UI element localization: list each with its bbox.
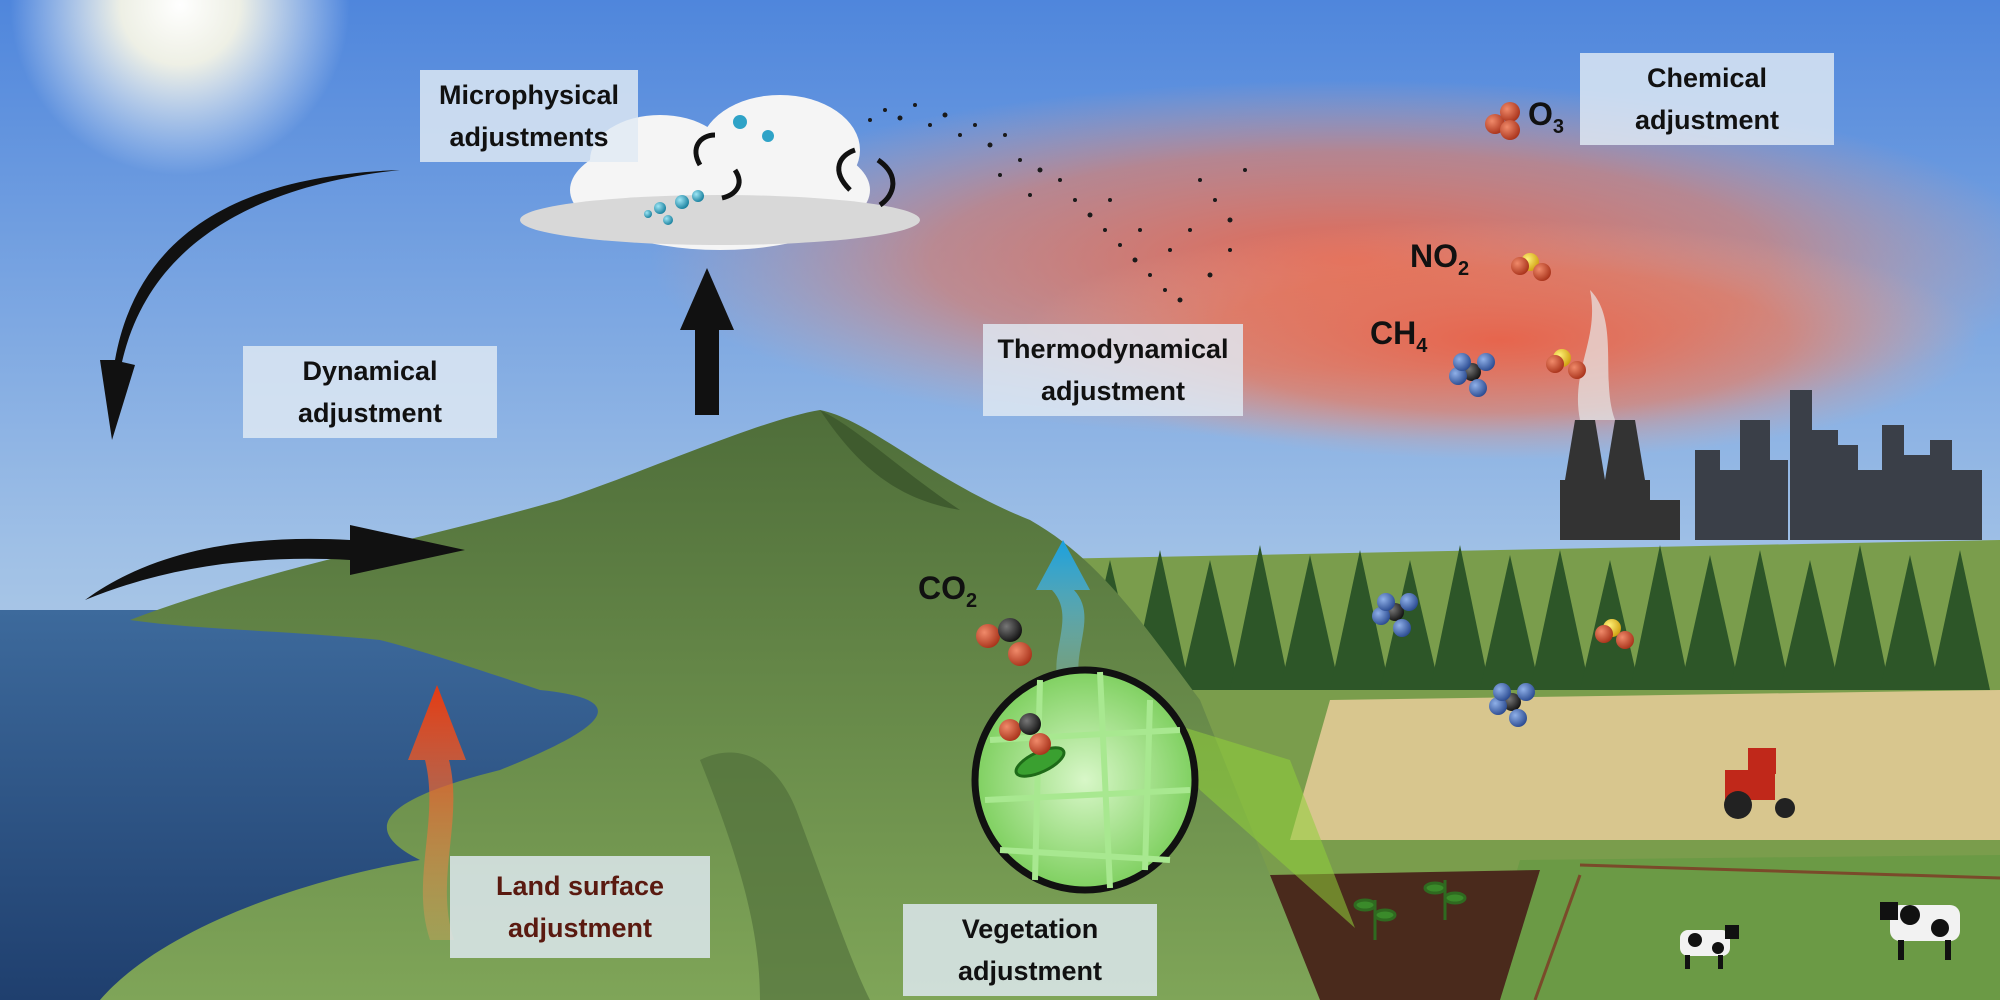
pasture — [1480, 855, 2000, 1000]
o3-sub: 3 — [1552, 116, 1565, 138]
co2-sub: 2 — [966, 590, 978, 612]
peak-shade — [820, 410, 960, 510]
factory-icon — [1560, 420, 1680, 540]
o3-label: O3 — [1528, 96, 1564, 139]
vegetation-vapor-arrow — [1036, 540, 1090, 700]
land-surface-label: Land surface adjustment — [450, 856, 710, 958]
land-surface-label-line2: adjustment — [507, 913, 653, 943]
snowflake-icon — [733, 115, 774, 142]
city-skyline-icon — [1695, 390, 1982, 540]
magnifier-beam — [1160, 720, 1355, 928]
dynamical-label: Dynamical adjustment — [243, 346, 497, 438]
droplet-icon — [644, 190, 704, 225]
fence — [1533, 863, 2000, 1000]
molecule-icon — [976, 102, 1634, 755]
cow-icon — [1680, 925, 1739, 969]
chemical-label: Chemical adjustment — [1580, 53, 1834, 145]
ch4-base: CH — [1370, 315, 1417, 351]
no2-sub: 2 — [1458, 258, 1470, 280]
smoke-plume — [1577, 290, 1615, 420]
seedling-icon — [1353, 880, 1467, 940]
cycle-arrows-icon — [693, 132, 896, 208]
ch4-sub: 4 — [1416, 335, 1428, 357]
no2-base: NO — [1410, 238, 1458, 274]
vegetation-label: Vegetation adjustment — [903, 904, 1157, 996]
microphysical-label-line2: adjustments — [449, 122, 609, 152]
o3-base: O — [1528, 96, 1553, 132]
chemical-label-line1: Chemical — [1646, 63, 1768, 93]
vegetation-label-line1: Vegetation — [961, 914, 1099, 944]
vegetation-label-line2: adjustment — [957, 956, 1103, 986]
farm-field — [1290, 690, 2000, 840]
dynamical-arrow-horizontal — [85, 525, 465, 600]
thermodynamical-label: Thermodynamical adjustment — [983, 324, 1243, 416]
land-surface-label-line1: Land surface — [495, 871, 665, 901]
co2-base: CO — [918, 570, 966, 606]
co2-label: CO2 — [918, 570, 977, 613]
no2-label: NO2 — [1410, 238, 1469, 281]
sun-icon — [10, 0, 350, 175]
chemical-label-line2: adjustment — [1634, 105, 1780, 135]
land-surface-heat-arrow — [408, 685, 466, 940]
dynamical-label-line2: adjustment — [297, 398, 443, 428]
aerosol-particles-icon — [868, 103, 1247, 303]
ch4-label: CH4 — [1370, 315, 1427, 358]
microphysical-label: Microphysical adjustments — [420, 70, 638, 162]
dynamical-label-line1: Dynamical — [302, 356, 438, 386]
cell-walls — [984, 671, 1191, 889]
thermodynamical-label-line2: adjustment — [1040, 376, 1186, 406]
upward-arrow — [680, 268, 734, 415]
cow-icon-large — [1880, 902, 1960, 960]
pollution-haze-lower — [1020, 220, 1980, 460]
microphysical-label-line1: Microphysical — [438, 80, 620, 110]
mountain-ridge — [700, 752, 870, 1000]
tractor-icon — [1724, 748, 1795, 819]
thermodynamical-label-line1: Thermodynamical — [997, 334, 1229, 364]
